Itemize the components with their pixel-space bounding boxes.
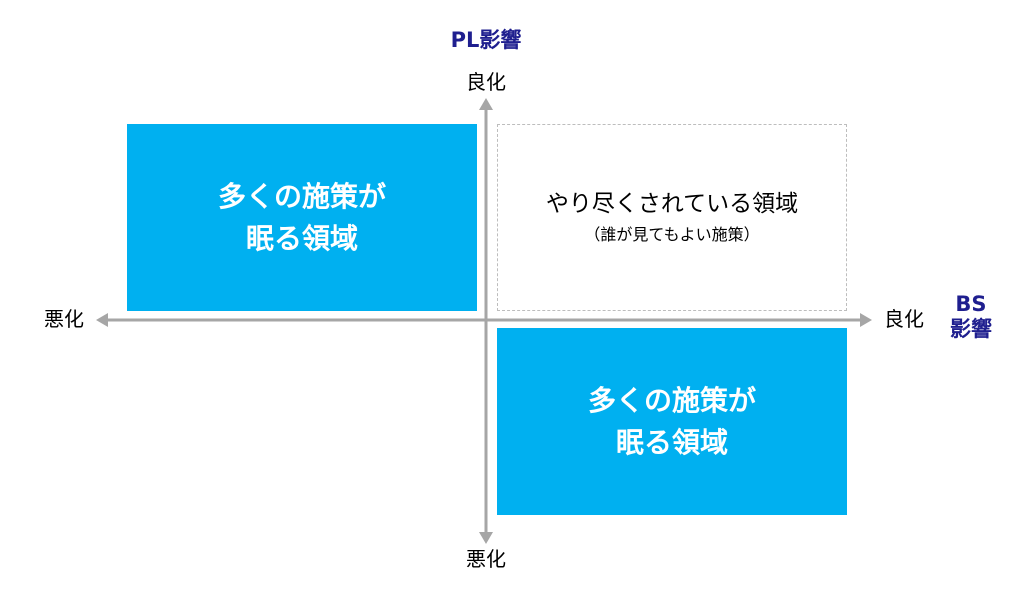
- quadrant-top-right-box: やり尽くされている領域 （誰が見てもよい施策）: [497, 124, 847, 311]
- pl-axis-title: PL影響: [450, 28, 522, 52]
- axis-arrow-up: [479, 98, 493, 110]
- quadrant-bottom-right-box: 多くの施策が 眠る領域: [497, 328, 847, 515]
- quadrant-top-left-line1: 多くの施策が: [217, 179, 386, 213]
- pl-axis-bottom-label: 悪化: [466, 547, 506, 571]
- bs-axis-right-label: 良化: [884, 307, 924, 331]
- axis-arrow-left: [96, 313, 108, 327]
- quadrant-top-right-sub: （誰が見てもよい施策）: [584, 224, 760, 244]
- quadrant-bottom-right-line2: 眠る領域: [615, 425, 728, 459]
- quadrant-top-left-box: 多くの施策が 眠る領域: [127, 124, 477, 311]
- pl-axis-top-label: 良化: [466, 70, 506, 94]
- quadrant-top-right-main: やり尽くされている領域: [545, 190, 799, 217]
- axis-arrow-right: [860, 313, 872, 327]
- quadrant-top-left-line2: 眠る領域: [245, 221, 358, 255]
- bs-axis-title: BS 影響: [935, 292, 1007, 342]
- axis-arrow-down: [479, 532, 493, 544]
- bs-axis-title-line1: BS: [955, 292, 987, 316]
- quadrant-bottom-right-line1: 多くの施策が: [587, 383, 756, 417]
- bs-axis-left-label: 悪化: [44, 307, 84, 331]
- bs-axis-title-line2: 影響: [950, 317, 992, 341]
